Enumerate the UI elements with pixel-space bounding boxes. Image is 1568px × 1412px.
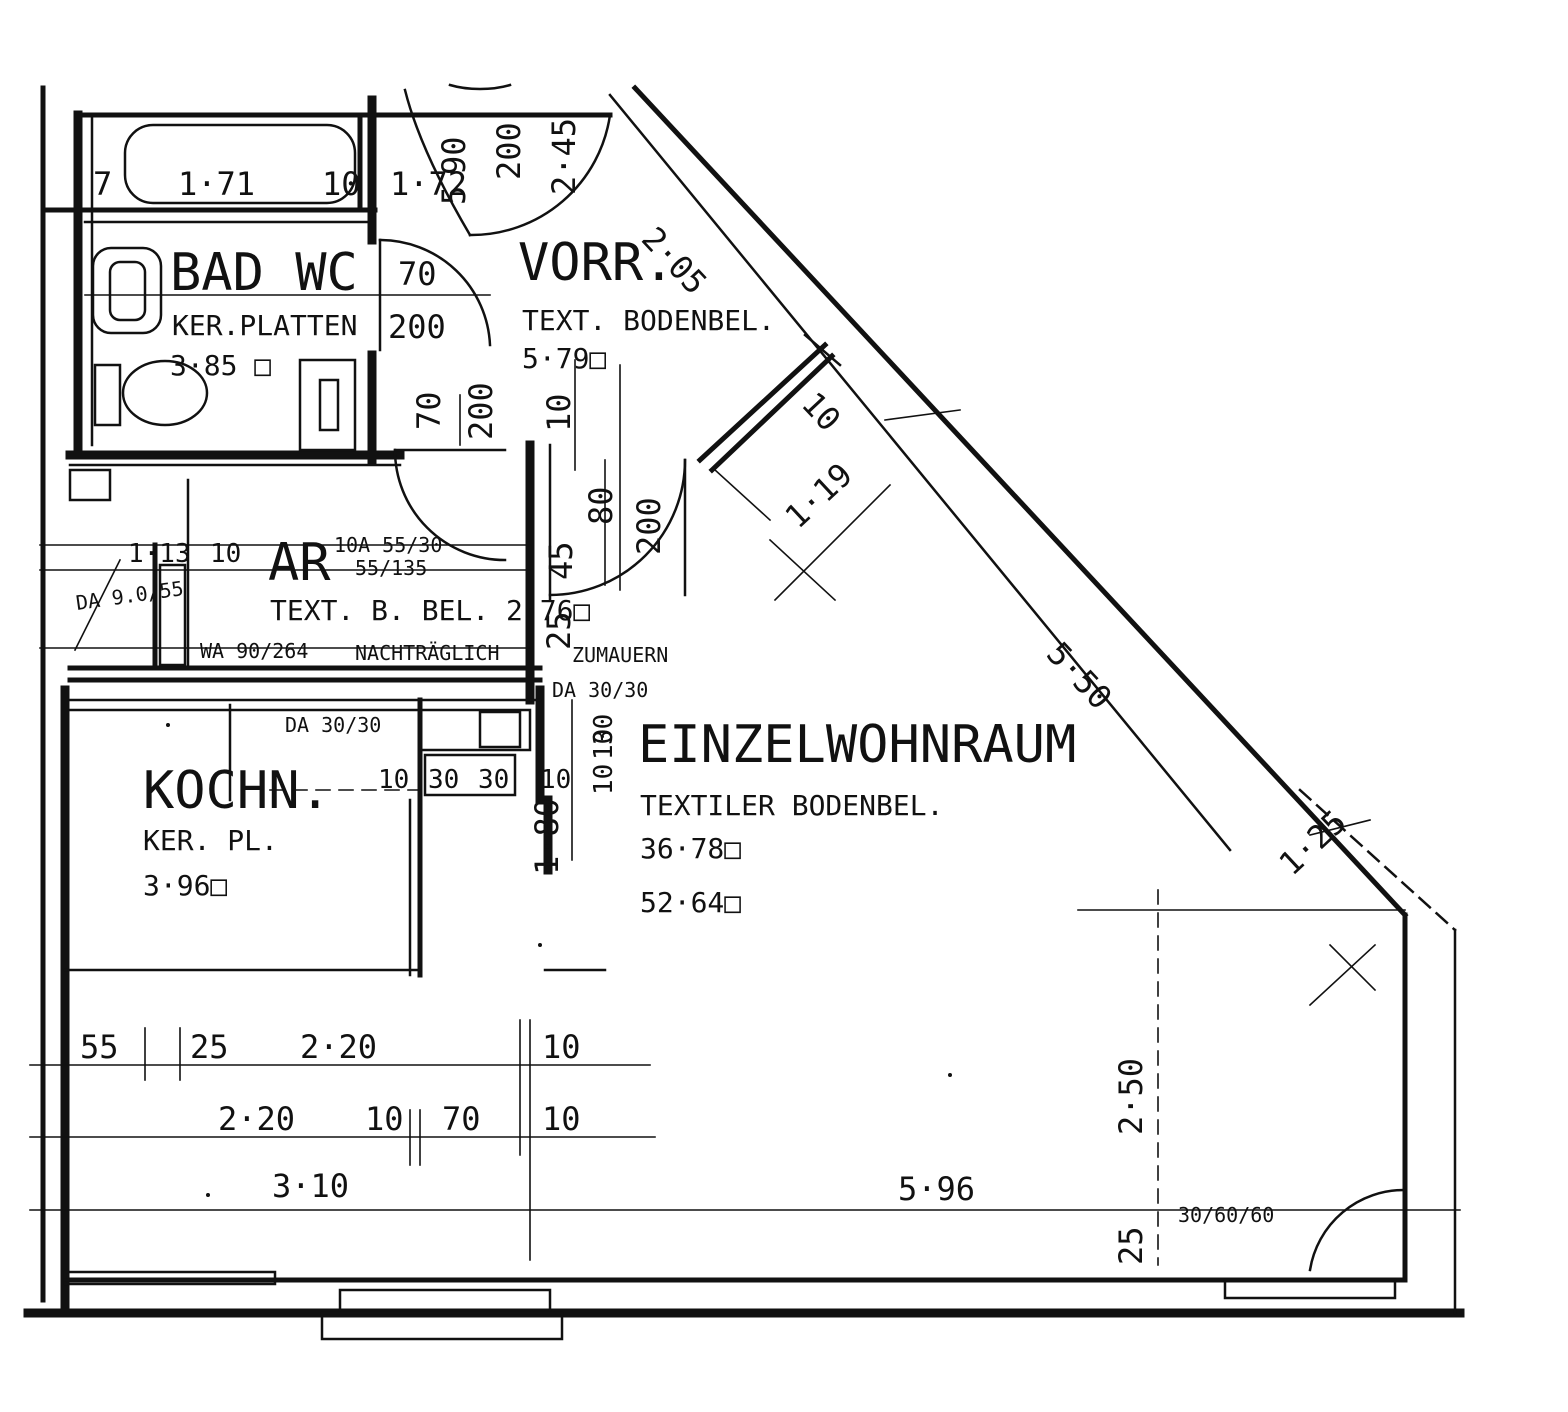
dim-k-10d: 10 xyxy=(589,729,619,760)
note-wa: WA 90/264 xyxy=(200,639,308,663)
dim-k-30b: 30 xyxy=(478,765,509,795)
bath-fixtures xyxy=(68,123,532,797)
dim-k-10b: 10 xyxy=(540,765,571,795)
dim-right-25: 25 xyxy=(1112,1226,1150,1265)
bathtub-icon xyxy=(123,123,357,205)
dim-door-5: 5 xyxy=(435,186,473,205)
dim-tub-left: 7 xyxy=(93,165,112,203)
dim-ar-113: 1·13 xyxy=(128,539,191,569)
dim-bad-door-200: 200 xyxy=(388,308,446,346)
dim-row1-25: 25 xyxy=(190,1028,229,1066)
dim-row2-70: 70 xyxy=(442,1100,481,1138)
ar-room-floor: TEXT. B. BEL. 2·76□ xyxy=(270,594,590,627)
dim-diag-10: 10 xyxy=(794,385,848,439)
dim-bath-width: 1·72 xyxy=(390,165,467,203)
wohnraum-room-area-total: 52·64□ xyxy=(640,886,741,919)
dim-right-250: 2·50 xyxy=(1112,1058,1150,1135)
shower-tray-icon xyxy=(298,358,357,452)
dim-door-90: 90 xyxy=(435,136,473,175)
dim-row1-55: 55 xyxy=(80,1028,119,1066)
speck-marks xyxy=(166,723,952,1197)
dim-row2-220: 2·20 xyxy=(218,1100,295,1138)
dim-row3-310: 3·10 xyxy=(272,1167,349,1205)
dim-col-45: 45 xyxy=(542,541,580,580)
note-window: 30/60/60 xyxy=(1178,1203,1274,1227)
dim-row2-10: 10 xyxy=(365,1100,404,1138)
room-labels: BAD WC KER.PLATTEN 3·85 □ VORR. TEXT. BO… xyxy=(143,233,1076,919)
dimension-lines xyxy=(29,294,1461,1266)
wohnraum-room-floor: TEXTILER BODENBEL. xyxy=(640,789,943,822)
dim-k-10a: 10 xyxy=(378,765,409,795)
dim-k-30a: 30 xyxy=(428,765,459,795)
note-ar-door2: 55/135 xyxy=(355,556,427,580)
note-zumauern: ZUMAUERN xyxy=(572,643,668,667)
vorr-room-floor: TEXT. BODENBEL. xyxy=(522,304,775,337)
dim-ar-door-200: 200 xyxy=(462,382,500,440)
vorr-room-area: 5·79□ xyxy=(522,342,606,375)
bad-room-area: 3·85 □ xyxy=(170,349,271,382)
windows xyxy=(63,1270,1397,1341)
wohnraum-room-area: 36·78□ xyxy=(640,832,741,865)
dim-col-80: 80 xyxy=(582,486,620,525)
dim-diag-550: 5·50 xyxy=(1039,635,1119,717)
doors xyxy=(378,83,1407,1282)
dim-tub-right: 10 xyxy=(322,165,361,203)
vorr-room-name: VORR. xyxy=(518,233,675,293)
dim-door-245: 2·45 xyxy=(545,118,583,195)
bad-room-name: BAD WC xyxy=(170,243,358,303)
dim-door-200: 200 xyxy=(490,122,528,180)
dim-k-30c: 30 xyxy=(589,714,619,745)
dim-col-10: 10 xyxy=(540,393,578,432)
dimension-labels: 7 1·71 10 1·72 90 200 5 2·45 2·05 70 200… xyxy=(80,118,1354,1265)
dim-col-25: 25 xyxy=(540,611,578,650)
note-da-3030-b: DA 30/30 xyxy=(285,713,381,737)
dim-ar-door-70: 70 xyxy=(410,391,448,430)
dim-k-10c: 10 xyxy=(589,764,619,795)
note-nachtraeglich: NACHTRÄGLICH xyxy=(355,641,500,665)
note-da-3030-a: DA 30/30 xyxy=(552,678,648,702)
dim-bad-door-70: 70 xyxy=(398,255,437,293)
dim-k-180: 1·80 xyxy=(528,798,566,875)
dim-row3-596: 5·96 xyxy=(898,1170,975,1208)
dim-col-200: 200 xyxy=(630,497,668,555)
toilet-icon xyxy=(121,359,209,427)
dim-ar-10: 10 xyxy=(210,539,241,569)
dim-diag-119: 1·19 xyxy=(778,456,860,536)
dim-tub-len: 1·71 xyxy=(178,165,255,203)
kochn-room-name: KOCHN. xyxy=(143,761,331,821)
dim-row1-220: 2·20 xyxy=(300,1028,377,1066)
interior-walls xyxy=(42,95,842,978)
note-ar-door: 10A 55/30 xyxy=(334,533,442,557)
kochn-room-area: 3·96□ xyxy=(143,869,227,902)
ar-room-name: AR xyxy=(268,533,331,593)
sink-icon xyxy=(91,246,163,335)
kochn-room-floor: KER. PL. xyxy=(143,824,278,857)
dim-row1-10: 10 xyxy=(542,1028,581,1066)
note-da-9055: DA 9.0/55 xyxy=(74,576,185,615)
bad-room-floor: KER.PLATTEN xyxy=(172,309,357,342)
dim-row2-10b: 10 xyxy=(542,1100,581,1138)
wohnraum-room-name: EINZELWOHNRAUM xyxy=(638,715,1076,775)
